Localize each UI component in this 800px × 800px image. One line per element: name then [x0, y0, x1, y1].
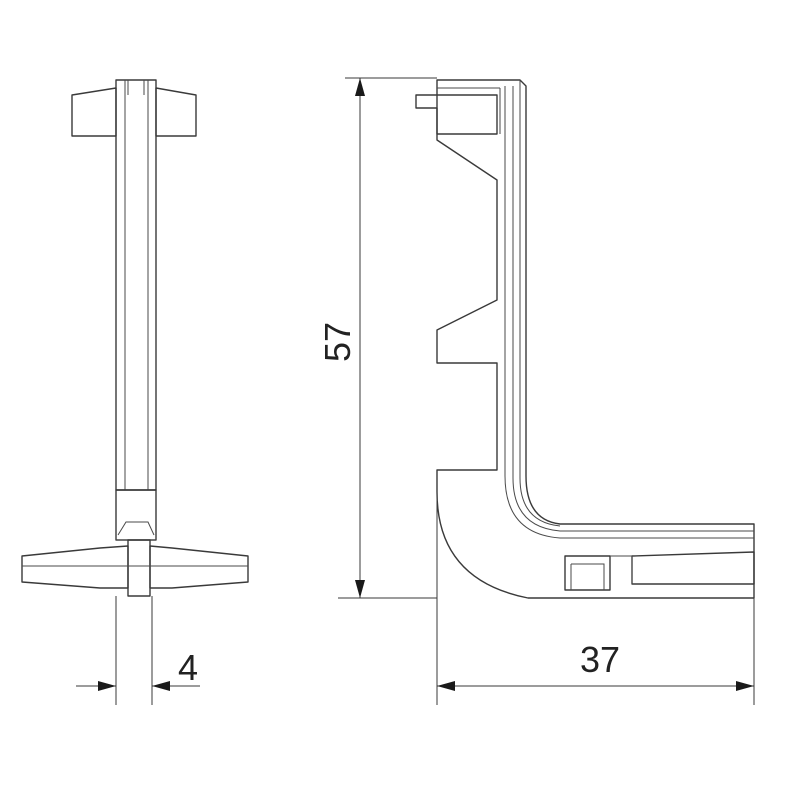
front-view-bottom-clip	[564, 551, 755, 591]
dimension-width-label: 37	[580, 639, 620, 680]
side-view-pin	[127, 539, 151, 597]
side-view-stem	[115, 79, 157, 491]
front-view-top-clip	[436, 94, 498, 135]
side-view	[21, 79, 249, 597]
dimension-height-label: 57	[317, 322, 358, 362]
dimension-thickness-label: 4	[178, 647, 198, 688]
front-view-outline	[415, 79, 755, 599]
dimension-height: 57	[317, 77, 437, 599]
side-view-foot	[21, 545, 249, 589]
dimension-thickness: 4	[76, 596, 200, 705]
dimension-width: 37	[436, 492, 755, 705]
side-view-lower-stem	[115, 489, 157, 541]
front-view	[415, 79, 755, 599]
side-view-top-bar	[71, 87, 197, 137]
